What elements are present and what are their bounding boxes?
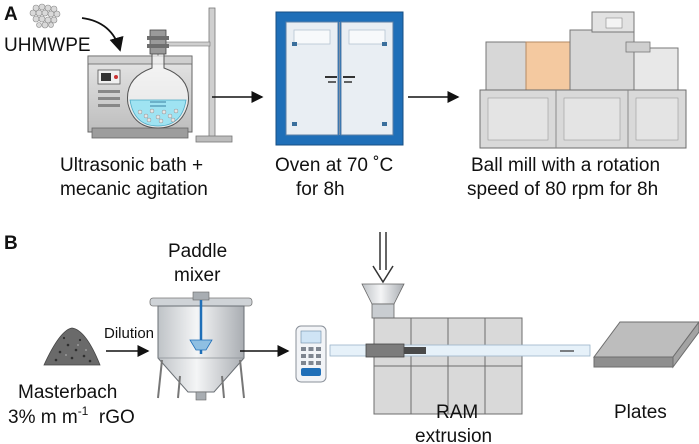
ram-caption-line2: extrusion bbox=[415, 426, 492, 444]
masterbatch-caption-line1: Masterbach bbox=[18, 382, 117, 403]
plate-icon bbox=[593, 321, 699, 369]
uhmwpe-powder-icon bbox=[29, 3, 61, 29]
ball-mill-icon bbox=[479, 11, 687, 149]
dilution-label: Dilution bbox=[104, 325, 154, 342]
paddle-caption-line1: Paddle bbox=[168, 241, 227, 262]
ballmill-caption-line1: Ball mill with a rotation bbox=[471, 155, 660, 176]
uhmwpe-feed-arrow bbox=[81, 17, 124, 52]
ultrasonic-bath-icon bbox=[87, 7, 233, 143]
ram-extruder-icon bbox=[329, 232, 591, 415]
ballmill-caption-line2: speed of 80 rpm for 8h bbox=[467, 179, 658, 200]
rgo-powder-icon bbox=[43, 327, 101, 366]
plates-caption: Plates bbox=[614, 402, 667, 423]
panel-b-letter: B bbox=[4, 233, 18, 254]
oven-caption-line2: for 8h bbox=[296, 179, 345, 200]
uhmwpe-label: UHMWPE bbox=[4, 35, 91, 56]
ultrasonic-caption-line1: Ultrasonic bath + bbox=[60, 155, 203, 176]
panel-a-letter: A bbox=[4, 4, 18, 25]
paddle-mixer-icon bbox=[149, 291, 253, 401]
oven-caption-line1: Oven at 70 ˚C bbox=[275, 155, 393, 176]
oven-icon bbox=[275, 11, 404, 146]
ram-caption-line1: RAM bbox=[436, 402, 478, 423]
ultrasonic-caption-line2: mecanic agitation bbox=[60, 179, 208, 200]
controller-icon bbox=[295, 325, 327, 383]
masterbatch-caption-line2: 3% m m-1 rGO bbox=[8, 404, 135, 428]
paddle-caption-line2: mixer bbox=[174, 265, 221, 286]
